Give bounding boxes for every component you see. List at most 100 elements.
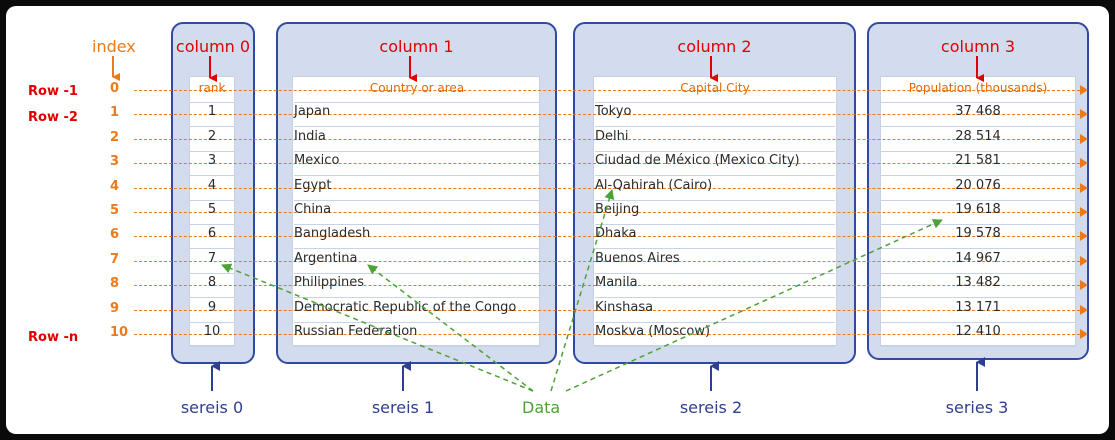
column-2-table <box>593 76 837 346</box>
row-guide-arrow <box>1080 329 1088 339</box>
row-divider <box>595 297 835 299</box>
column-1-cell: Japan <box>294 104 331 120</box>
row-divider <box>880 175 1076 177</box>
column-1-cell: Mexico <box>294 153 340 169</box>
row-divider <box>595 346 835 347</box>
row-index: 3 <box>110 154 120 170</box>
data-arrow-population <box>565 219 943 392</box>
row-guide-line <box>134 163 1080 165</box>
column-3-cell: 37 468 <box>955 104 1001 120</box>
row-divider <box>595 150 835 152</box>
row-guide-arrow <box>1080 255 1088 266</box>
row-guide-line <box>134 309 1080 311</box>
row-index: 1 <box>110 105 120 121</box>
column-1-label: column 1 <box>379 37 454 56</box>
column-1-cell: India <box>294 128 326 144</box>
row-divider <box>595 248 835 250</box>
row-divider <box>294 272 540 274</box>
column-2-label: column 2 <box>677 37 752 56</box>
column-1-cell: Russian Federation <box>294 324 418 339</box>
row-index: 7 <box>110 251 120 267</box>
column-0-cell: 7 <box>207 250 217 266</box>
row-divider <box>189 126 235 128</box>
row-label-second: Row -2 <box>28 110 78 125</box>
row-divider <box>595 224 835 225</box>
column-0-cell: 10 <box>203 324 221 339</box>
row-index: 0 <box>110 81 120 96</box>
row-divider <box>294 321 540 323</box>
row-guide-line <box>134 285 1080 287</box>
column-0-cell: 9 <box>207 299 217 315</box>
row-guide-line <box>134 260 1080 262</box>
column-3-cell: 19 578 <box>955 226 1001 242</box>
column-2-cell: Beijing <box>595 202 640 217</box>
row-divider <box>880 346 1076 347</box>
column-1-cell: China <box>294 202 332 217</box>
row-guide-line <box>134 334 1080 335</box>
row-divider <box>189 199 235 201</box>
row-index: 8 <box>110 276 120 292</box>
row-divider <box>294 346 540 347</box>
row-divider <box>880 297 1076 299</box>
row-index: 5 <box>110 203 120 218</box>
row-guide-arrow <box>1080 133 1088 144</box>
row-divider <box>189 248 235 250</box>
row-divider <box>189 321 235 323</box>
column-3-cell: 12 410 <box>955 324 1001 339</box>
row-divider <box>294 150 540 152</box>
row-guide-arrow <box>1080 207 1088 217</box>
column-3-table <box>880 76 1076 346</box>
row-divider <box>189 272 235 274</box>
column-3-cell: 28 514 <box>955 128 1001 144</box>
column-2-cell: Dhaka <box>595 226 637 242</box>
column-2-header: Capital City <box>680 81 750 95</box>
row-divider <box>294 199 540 201</box>
column-3-header: Population (thousands) <box>908 81 1048 95</box>
row-divider <box>880 321 1076 323</box>
row-divider <box>595 272 835 274</box>
column-1-header: Country or area <box>369 81 465 95</box>
row-divider <box>880 150 1076 152</box>
row-guide-arrow <box>1080 158 1088 169</box>
column-0-cell: 6 <box>207 226 217 242</box>
index-label: index <box>92 37 136 56</box>
row-divider <box>595 321 835 323</box>
row-divider <box>294 126 540 128</box>
column-0-cell: 1 <box>207 104 217 120</box>
diagram-canvas: index column 0 column 1 column 2 column … <box>6 6 1109 434</box>
arrows-overlay <box>112 56 985 392</box>
row-divider <box>189 346 235 347</box>
column-1-cell: Bangladesh <box>294 226 371 242</box>
data-arrow-rank <box>221 263 534 392</box>
column-2-cell: Kinshasa <box>595 299 654 315</box>
column-3-cell: 14 967 <box>955 250 1001 266</box>
column-1-cell: Philippines <box>294 275 365 291</box>
column-3-cell: 13 482 <box>955 275 1001 291</box>
data-label: Data <box>522 398 561 417</box>
column-1-cell: Democratic Republic of the Congo <box>294 299 517 315</box>
column-0-cell: 2 <box>207 128 217 144</box>
row-guide-line <box>134 187 1080 189</box>
series-2-label: sereis 2 <box>679 398 743 417</box>
row-divider <box>189 224 235 225</box>
row-divider <box>595 102 835 103</box>
row-guide-arrow <box>1080 304 1088 315</box>
row-divider <box>880 224 1076 225</box>
column-2-cell: Manila <box>595 275 638 291</box>
row-index: 4 <box>110 178 120 194</box>
series-1-label: sereis 1 <box>371 398 435 417</box>
row-label-first: Row -1 <box>28 84 78 99</box>
row-divider <box>595 199 835 201</box>
series-3-label: series 3 <box>945 398 1009 417</box>
row-divider <box>880 248 1076 250</box>
row-divider <box>189 175 235 177</box>
column-2-cell: Buenos Aires <box>595 250 680 266</box>
column-3-label: column 3 <box>940 37 1016 56</box>
row-index: 10 <box>110 325 129 340</box>
row-label-last: Row -n <box>28 330 79 345</box>
row-guide-line <box>134 138 1080 140</box>
row-guide-arrow <box>1080 231 1088 242</box>
column-2-cell: Delhi <box>595 128 629 144</box>
row-guide-arrow <box>1080 109 1088 120</box>
row-index: 2 <box>110 129 120 145</box>
